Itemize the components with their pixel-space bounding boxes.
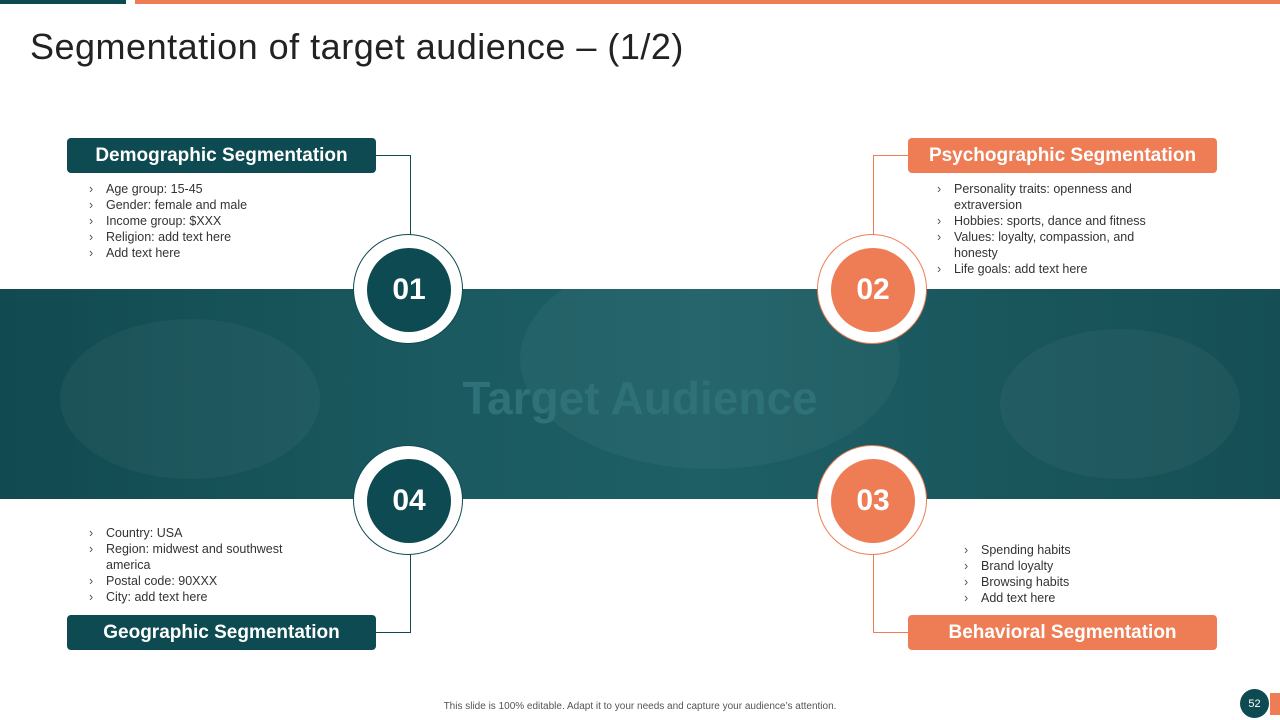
number-04: 04 <box>367 459 451 543</box>
behavioral-bullet-list: Spending habits Brand loyalty Browsing h… <box>962 542 1162 606</box>
top-accent-bar-dark <box>0 0 126 4</box>
list-item: City: add text here <box>87 589 317 605</box>
list-item: Age group: 15-45 <box>87 181 337 197</box>
list-item: Postal code: 90XXX <box>87 573 317 589</box>
geographic-bullet-list: Country: USA Region: midwest and southwe… <box>87 525 317 605</box>
top-accent-bar-orange <box>135 0 1280 4</box>
behavioral-segmentation-label: Behavioral Segmentation <box>908 615 1217 650</box>
list-item: Add text here <box>962 590 1162 606</box>
number-03: 03 <box>831 459 915 543</box>
background-photo-shape <box>1000 329 1240 479</box>
list-item: Gender: female and male <box>87 197 337 213</box>
list-item: Browsing habits <box>962 574 1162 590</box>
number-circle-01: 01 <box>353 234 463 344</box>
list-item: Hobbies: sports, dance and fitness <box>935 213 1194 229</box>
connector-line-04 <box>375 554 411 633</box>
geographic-segmentation-label: Geographic Segmentation <box>67 615 376 650</box>
connector-line-02 <box>873 155 909 235</box>
target-audience-label: Target Audience <box>462 372 818 424</box>
list-item: Spending habits <box>962 542 1162 558</box>
connector-line-03 <box>873 554 909 633</box>
demographic-bullet-list: Age group: 15-45 Gender: female and male… <box>87 181 337 261</box>
list-item: Country: USA <box>87 525 317 541</box>
list-item: Add text here <box>87 245 337 261</box>
psychographic-bullet-list: Personality traits: openness and extrave… <box>935 181 1146 277</box>
footer-note: This slide is 100% editable. Adapt it to… <box>443 701 837 712</box>
connector-line-01 <box>375 155 411 235</box>
list-item: Religion: add text here <box>87 229 337 245</box>
slide-title: Segmentation of target audience – (1/2) <box>30 26 684 67</box>
number-01: 01 <box>367 248 451 332</box>
demographic-segmentation-label: Demographic Segmentation <box>67 138 376 173</box>
list-item: Income group: $XXX <box>87 213 337 229</box>
number-circle-02: 02 <box>817 234 927 344</box>
psychographic-segmentation-label: Psychographic Segmentation <box>908 138 1217 173</box>
background-photo-shape <box>60 319 320 479</box>
list-item: Brand loyalty <box>962 558 1162 574</box>
target-audience-band: Target Audience <box>0 289 1280 499</box>
number-circle-03: 03 <box>817 445 927 555</box>
list-item: Personality traits: openness and extrave… <box>935 181 1135 213</box>
page-number-badge: 52 <box>1240 689 1269 718</box>
list-item: Values: loyalty, compassion, and honesty <box>935 229 1135 261</box>
list-item: Life goals: add text here <box>935 261 1135 277</box>
number-circle-04: 04 <box>353 445 463 555</box>
number-02: 02 <box>831 248 915 332</box>
list-item: Region: midwest and southwest america <box>87 541 317 573</box>
corner-accent <box>1270 693 1280 715</box>
